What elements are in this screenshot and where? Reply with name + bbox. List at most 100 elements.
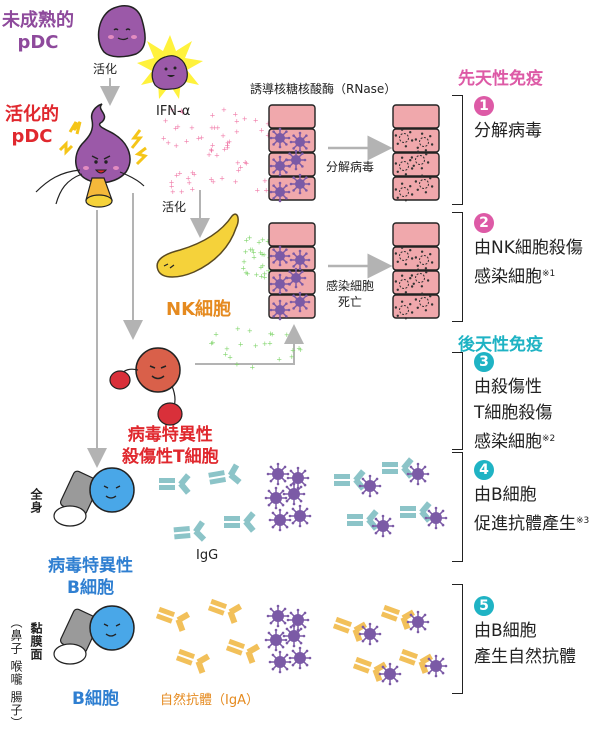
virus-debris-icon [394,274,414,294]
t-dot: + [276,355,282,363]
innate-immunity-heading: 先天性免疫 [458,69,543,89]
ifn-dot: + [225,144,231,152]
igg-antibody-icon [400,501,432,523]
bracket-step-2 [452,212,463,322]
ifn-dot: + [173,142,179,150]
t-dot: + [208,340,214,348]
igg-antibodies [159,463,256,542]
virus-icon [424,506,448,530]
ifn-dot: + [219,175,225,183]
activate-label-2: 活化 [162,200,187,214]
t-dot: + [210,339,216,347]
nk-dot: + [265,267,271,275]
nk-dot: + [245,270,251,278]
step-line: 產生自然抗體 [474,647,576,667]
ifn-dot: + [238,163,244,171]
b-cell-mucosal-icon [53,605,135,665]
rnase-label: 誘導核糖核酸酶（RNase） [250,82,397,96]
virus-icon [289,131,311,153]
step-line: 由B細胞 [474,621,537,641]
ifn-dot: + [169,183,175,191]
ifn-dot: + [185,175,191,183]
ifn-dot: + [226,138,232,146]
nk-dot: + [259,251,265,259]
ifn-dot: + [263,186,269,194]
ifn-dot: + [215,124,221,132]
tissue-cell [392,152,440,177]
virus-debris-icon [410,268,430,288]
virus-debris-icon [394,182,414,202]
igg-antibody-icon [347,509,379,531]
ifn-dot: + [174,171,180,179]
ifn-dot: + [208,175,214,183]
virus-icon [266,604,290,628]
iga-antibody-icon [332,616,368,642]
tissue-cell [268,104,316,129]
ifn-dot: + [220,132,226,140]
t-dot: + [290,347,296,355]
iga-antibodies [155,598,261,674]
ifn-dot: + [234,117,240,125]
ifn-dot: + [222,145,228,153]
virus-icon [264,628,288,652]
activated-pdc-icon [35,103,148,208]
nk-dot: + [265,237,271,245]
nk-dot: + [262,274,268,282]
virus-cluster-2 [264,604,312,674]
nk-cell-label: NK細胞 [166,299,232,320]
ifn-dot: + [161,135,167,143]
ifn-dot: + [210,178,216,186]
t-dot: + [269,331,275,339]
nk-dot: + [254,271,260,279]
step-4-description: 由B細胞促進抗體產生※3 [474,482,589,537]
ifn-dot: + [214,152,220,160]
step-line: 由B細胞 [474,485,537,505]
ifn-dot: + [253,116,259,124]
step-line: 由殺傷性 [474,377,542,397]
virus-icon [288,646,312,670]
ifn-dot: + [184,137,190,145]
tissue-cell [268,222,316,247]
tissue-infected-2 [268,222,316,321]
ifn-dot: + [210,141,216,149]
nk-dot: + [247,234,253,242]
ifn-dot: + [177,170,183,178]
ifn-dot: + [265,132,271,140]
nk-dot: + [243,237,249,245]
ifn-dot: + [235,167,241,175]
ifn-dot: + [242,115,248,123]
t-dot: + [289,353,295,361]
virus-icon [269,127,291,149]
virus-icon [378,662,402,686]
ifn-dot: + [212,124,218,132]
nk-dot: + [260,236,266,244]
ifn-burst-icon [137,35,203,99]
virus-icon [285,149,307,171]
virus-debris-icon [394,246,414,266]
virus-debris-icon [414,174,434,194]
iga-antibody-icon [225,638,261,664]
ifn-dot: + [165,139,171,147]
step-2-badge: 2 [474,213,494,233]
ifn-dot: + [254,186,260,194]
ifn-dot: + [175,123,181,131]
t-dot: + [235,325,241,333]
tissue-cell [392,222,440,247]
t-dot: + [297,346,303,354]
step-1-description: 分解病毒 [474,118,542,144]
virus-icon [269,273,291,295]
virus-icon [289,173,311,195]
step-line: T細胞殺傷 [474,403,553,423]
ifn-dot: + [242,158,248,166]
virus-icon [268,650,292,674]
nk-dot: + [243,269,249,277]
igg-antibody-icon [159,473,191,495]
tissue-cell [392,176,440,201]
t-dot: + [227,354,233,362]
t-dot: + [234,360,240,368]
cell-death-label: 感染細胞 死亡 [326,279,375,309]
step-1-badge: 1 [474,96,494,116]
igg-antibody-icon [334,469,366,491]
